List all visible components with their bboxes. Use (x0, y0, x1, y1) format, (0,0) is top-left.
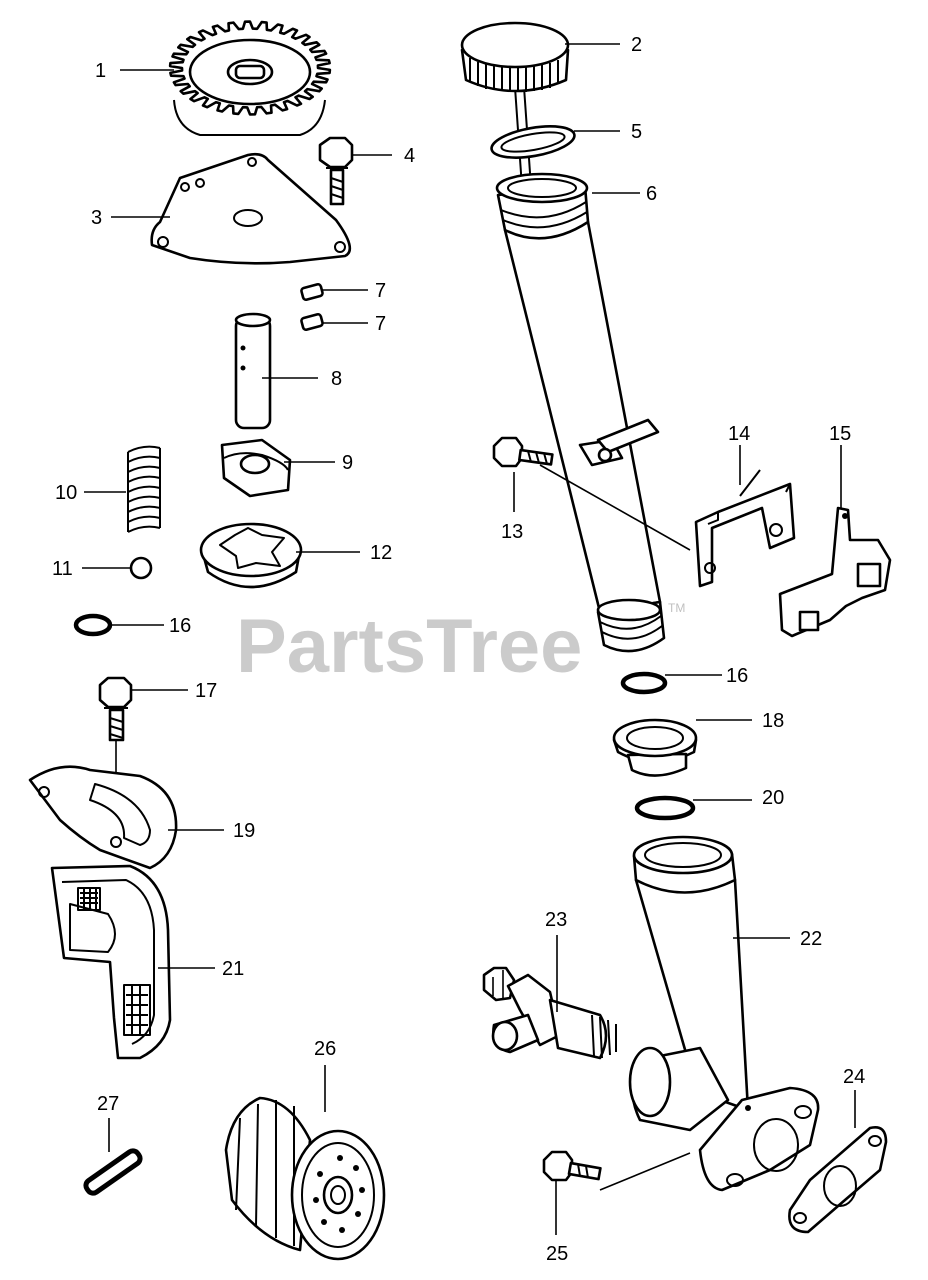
baffle-plate-part[interactable] (28, 765, 178, 870)
callout-label: 14 (728, 423, 750, 445)
callout-label: 24 (843, 1066, 865, 1088)
pin-part-a[interactable] (300, 282, 324, 302)
outer-rotor-part[interactable] (199, 522, 303, 589)
pump-cover-plate-part[interactable] (150, 152, 352, 265)
strainer-part[interactable] (50, 864, 172, 1060)
pin-part-b[interactable] (300, 312, 324, 332)
dipstick-tube-part[interactable] (495, 172, 666, 653)
callout-label: 18 (762, 710, 784, 732)
callout-label: 12 (370, 542, 392, 564)
bolt-part-25[interactable] (542, 1150, 602, 1182)
callout-label: 9 (342, 452, 353, 474)
callout-label: 11 (52, 558, 73, 580)
callout-label: 10 (55, 482, 77, 504)
watermark: PartsTree (236, 604, 582, 689)
watermark-trademark: TM (668, 601, 685, 615)
o-ring-part-a[interactable] (73, 613, 113, 637)
callout-label: 27 (97, 1093, 119, 1115)
callout-label: 7 (375, 313, 386, 335)
callout-label: 16 (726, 665, 748, 687)
pump-shaft-part[interactable] (234, 312, 272, 430)
o-ring-part-20[interactable] (634, 795, 696, 821)
callout-label: 1 (95, 60, 106, 82)
callout-label: 3 (91, 207, 102, 229)
callout-label: 19 (233, 820, 255, 842)
callout-label: 7 (375, 280, 386, 302)
bolt-part-17[interactable] (98, 676, 133, 845)
callout-label: 25 (546, 1243, 568, 1265)
callout-label: 6 (646, 183, 657, 205)
callout-label: 20 (762, 787, 784, 809)
callout-label: 22 (800, 928, 822, 950)
leader-lines (82, 43, 856, 1235)
callout-label: 13 (501, 521, 523, 543)
callout-label: 17 (195, 680, 217, 702)
callout-label: 8 (331, 368, 342, 390)
callout-label: 21 (222, 958, 244, 980)
callout-label: 23 (545, 909, 567, 931)
drain-valve-part[interactable] (482, 966, 617, 1060)
callout-label: 16 (169, 615, 191, 637)
seal-part[interactable] (83, 1148, 143, 1196)
bracket-part-15[interactable] (778, 506, 892, 638)
inner-rotor-part[interactable] (220, 438, 292, 498)
washer-part[interactable] (489, 121, 577, 163)
spring-part[interactable] (127, 445, 161, 533)
o-ring-part-b[interactable] (620, 671, 668, 695)
ball-part[interactable] (129, 556, 153, 580)
callout-labels: 1 2 3 4 5 6 7 7 8 9 10 11 12 13 14 15 16… (52, 34, 865, 1265)
bolt-part-13[interactable] (492, 436, 554, 468)
bracket-part-14[interactable] (694, 469, 796, 588)
cap-part[interactable] (460, 21, 570, 190)
callout-label: 4 (404, 145, 415, 167)
oil-fill-pipe-part[interactable] (628, 835, 820, 1192)
callout-label: 26 (314, 1038, 336, 1060)
oil-filter-part[interactable] (224, 1096, 386, 1261)
gasket-part[interactable] (788, 1126, 888, 1234)
callout-label: 2 (631, 34, 642, 56)
gear-part[interactable] (168, 20, 332, 136)
fitting-part-18[interactable] (612, 718, 698, 777)
bolt-part-4[interactable] (318, 136, 354, 206)
callout-label: 5 (631, 121, 642, 143)
callout-label: 15 (829, 423, 851, 445)
